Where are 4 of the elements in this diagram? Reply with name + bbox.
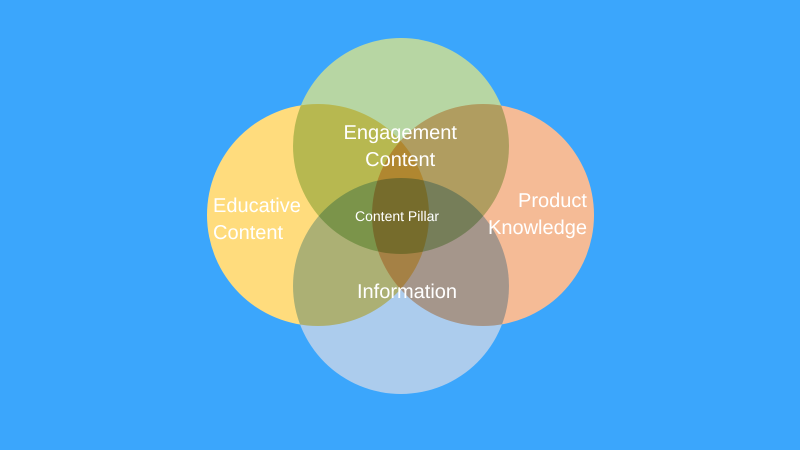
- set-label: Engagement Content: [344, 121, 457, 173]
- overlap-label: Content Pillar: [355, 207, 440, 225]
- set-label: Educative Content: [213, 194, 301, 246]
- set-label: Information: [357, 280, 458, 305]
